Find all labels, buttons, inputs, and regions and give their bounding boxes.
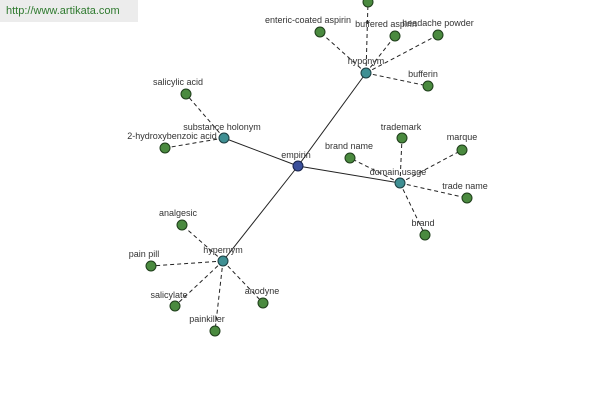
leaf-label: marque — [447, 132, 478, 142]
leaf-node[interactable] — [314, 26, 326, 38]
leaf-label: trade name — [442, 181, 488, 191]
edge-hypernym-leaf — [150, 260, 224, 267]
hub-node-hypernym[interactable] — [217, 255, 229, 267]
hub-node-hyponym[interactable] — [360, 67, 372, 79]
leaf-label: pain pill — [129, 249, 160, 259]
edge-root-hypernym — [222, 165, 299, 262]
leaf-node[interactable] — [461, 192, 473, 204]
leaf-label: anodyne — [245, 286, 280, 296]
leaf-node[interactable] — [419, 229, 431, 241]
leaf-label: trademark — [381, 122, 422, 132]
leaf-label: headache powder — [402, 18, 474, 28]
leaf-node[interactable] — [389, 30, 401, 42]
label-layer: enteric-coated aspirin buffered aspirinhe… — [127, 15, 488, 324]
hub-label-domain: domain usage — [370, 167, 427, 177]
leaf-node[interactable] — [180, 88, 192, 100]
edge-domain-leaf — [399, 137, 403, 184]
leaf-node[interactable] — [344, 152, 356, 164]
leaf-label: salicylate — [150, 290, 187, 300]
edge-hyponym-leaf — [365, 72, 429, 87]
leaf-label: enteric-coated aspirin — [265, 15, 351, 25]
edge-hypernym-leaf — [181, 224, 224, 262]
leaf-label: 2-hydroxybenzoic acid — [127, 131, 217, 141]
leaf-node[interactable] — [176, 219, 188, 231]
edge-hyponym-leaf — [365, 34, 439, 74]
leaf-node[interactable] — [145, 260, 157, 272]
edge-hypernym-leaf — [214, 260, 224, 332]
leaf-label: analgesic — [159, 208, 198, 218]
edge-holonym-leaf — [164, 137, 225, 149]
leaf-node[interactable] — [362, 0, 374, 8]
edge-hypernym-leaf — [222, 260, 264, 304]
leaf-node[interactable] — [159, 142, 171, 154]
leaf-label: brand name — [325, 141, 373, 151]
node-layer — [145, 0, 473, 337]
hub-label-hyponym: hyponym — [348, 56, 385, 66]
hub-label-hypernym: hypernym — [203, 245, 243, 255]
edge-hyponym-leaf — [365, 1, 369, 74]
edge-domain-leaf — [399, 182, 426, 236]
edge-root-domain — [297, 165, 401, 184]
edge-domain-leaf — [399, 182, 468, 199]
root-label: empirin — [281, 150, 311, 160]
edge-holonym-leaf — [185, 93, 225, 139]
edge-hypernym-leaf — [174, 260, 224, 307]
leaf-node[interactable] — [257, 297, 269, 309]
source-url-link[interactable]: http://www.artikata.com — [0, 0, 138, 22]
leaf-label: salicylic acid — [153, 77, 203, 87]
leaf-label: bufferin — [408, 69, 438, 79]
edge-domain-leaf — [349, 157, 401, 184]
leaf-label: buffered aspirin — [355, 19, 417, 29]
hub-node-holonym[interactable] — [218, 132, 230, 144]
edge-hyponym-leaf — [319, 31, 367, 74]
leaf-node[interactable] — [422, 80, 434, 92]
hub-node-domain[interactable] — [394, 177, 406, 189]
edge-domain-leaf — [399, 149, 463, 184]
edge-root-holonym — [223, 137, 299, 167]
leaf-node[interactable] — [169, 300, 181, 312]
edge-hyponym-leaf — [365, 35, 396, 74]
leaf-node[interactable] — [396, 132, 408, 144]
leaf-label: brand — [411, 218, 434, 228]
hub-label-holonym: substance holonym — [183, 122, 261, 132]
leaf-node[interactable] — [456, 144, 468, 156]
edge-root-hyponym — [297, 72, 367, 167]
leaf-label: painkiller — [189, 314, 225, 324]
edge-layer — [150, 1, 468, 332]
leaf-node[interactable] — [209, 325, 221, 337]
leaf-node[interactable] — [432, 29, 444, 41]
root-node[interactable] — [292, 160, 304, 172]
